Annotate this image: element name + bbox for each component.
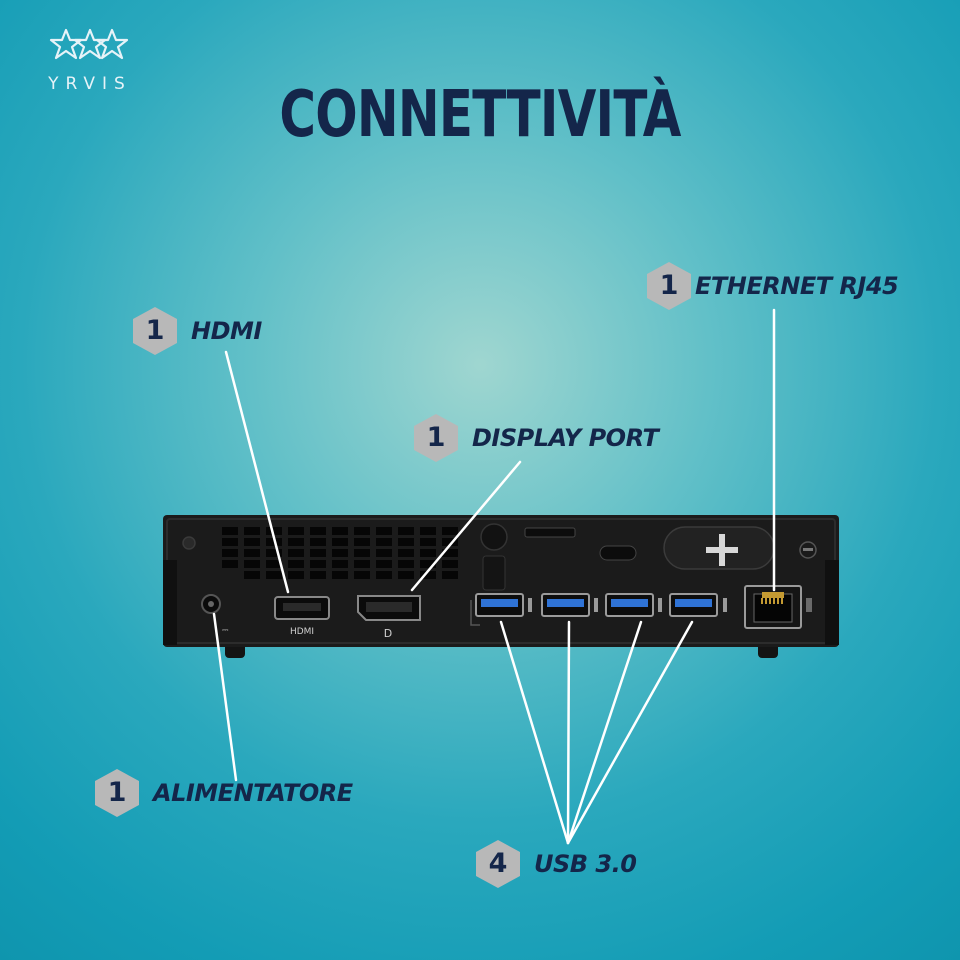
sd-slot [524, 527, 576, 538]
usb-port [475, 593, 524, 617]
count-badge: 1 [414, 414, 458, 462]
usb-leader-line [566, 620, 643, 845]
power-leader-line [212, 612, 238, 782]
usb-leader-line [566, 620, 571, 845]
hdmi-leader-line [224, 350, 290, 594]
count-badge: 1 [133, 307, 177, 355]
stars-icon [49, 28, 129, 60]
usb-port [605, 593, 654, 617]
usb-port [541, 593, 590, 617]
count-badge: 4 [476, 840, 520, 888]
count-badge: 1 [647, 262, 691, 310]
count-value: 4 [488, 848, 508, 879]
thumbscrew [480, 523, 508, 551]
displayport-symbol: D [384, 627, 392, 640]
count-value: 1 [426, 422, 446, 453]
usb-leader-line [499, 620, 570, 845]
displayport-leader-line [410, 460, 522, 592]
callout-label: USB 3.0 [534, 850, 637, 878]
count-value: 1 [107, 777, 127, 808]
usb-port [669, 593, 718, 617]
callout-label: HDMI [191, 317, 262, 345]
lock-slot [599, 545, 637, 561]
count-value: 1 [145, 315, 165, 346]
callout-label: ETHERNET RJ45 [695, 272, 899, 300]
brand-logo-text: YRVIS [48, 74, 132, 94]
screw [182, 536, 196, 550]
usb-leader-line [566, 620, 694, 845]
count-badge: 1 [95, 769, 139, 817]
count-value: 1 [659, 270, 679, 301]
callout-label: DISPLAY PORT [472, 424, 659, 452]
page-title: CONNETTIVITÀ [279, 78, 681, 152]
svg-text:⎓: ⎓ [222, 625, 229, 634]
hdmi-port-label: HDMI [290, 627, 314, 637]
callout-label: ALIMENTATORE [153, 779, 353, 807]
brand-logo: YRVIS [42, 22, 138, 102]
